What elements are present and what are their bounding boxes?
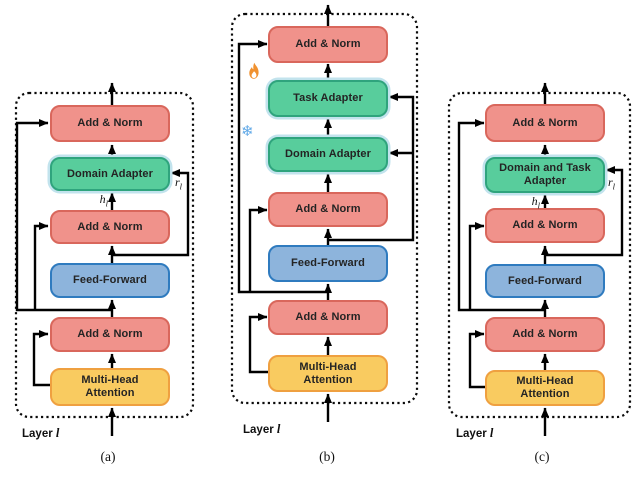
domain-task-adapter-box: Domain and Task Adapter	[485, 157, 605, 193]
residual-mha-skip	[468, 330, 485, 389]
add-norm-box: Add & Norm	[268, 26, 388, 63]
panel-a-caption: (a)	[100, 449, 116, 464]
h-variable-label: hl	[99, 192, 108, 209]
add-norm-box: Add & Norm	[50, 317, 170, 352]
multi-head-attention-box: Multi-Head Attention	[268, 355, 388, 392]
panel-a-arrows	[15, 82, 190, 436]
panel-c-arrows	[457, 82, 624, 436]
add-norm-box: Add & Norm	[485, 208, 605, 243]
feed-forward-box: Feed-Forward	[268, 245, 388, 282]
flame-icon	[249, 62, 259, 79]
r-branch-line	[328, 93, 415, 242]
panel-c-caption: (c)	[534, 449, 550, 464]
domain-adapter-box: Domain Adapter	[50, 157, 170, 191]
residual-adapter-skip	[457, 119, 545, 312]
feed-forward-box: Feed-Forward	[50, 263, 170, 298]
layer-label: Layer l	[243, 422, 281, 436]
layer-label: Layer l	[456, 426, 494, 440]
residual-ff-skip	[33, 222, 49, 310]
r-variable-label: rl	[608, 175, 616, 192]
r-branch-line	[545, 166, 624, 257]
feed-forward-box: Feed-Forward	[485, 264, 605, 298]
r-variable-label: rl	[175, 175, 183, 192]
residual-adapter-skip	[237, 40, 328, 294]
task-adapter-box: Task Adapter	[268, 80, 388, 117]
add-norm-box: Add & Norm	[485, 104, 605, 142]
add-norm-box: Add & Norm	[50, 105, 170, 142]
residual-adapter-skip	[15, 119, 112, 312]
h-variable-label: hl	[531, 194, 540, 211]
multi-head-attention-box: Multi-Head Attention	[485, 370, 605, 406]
residual-ff-skip	[248, 206, 268, 292]
residual-mha-skip	[32, 330, 50, 387]
domain-adapter-box: Domain Adapter	[268, 137, 388, 172]
panel-b-arrows	[237, 4, 415, 422]
panel-a-border	[14, 91, 195, 419]
layer-label: Layer l	[22, 426, 60, 440]
panel-c-border	[447, 91, 632, 419]
panel-b-caption: (b)	[319, 449, 335, 464]
r-branch-line	[112, 169, 190, 257]
snowflake-icon: ❄	[241, 123, 254, 140]
residual-mha-skip	[248, 313, 268, 374]
add-norm-box: Add & Norm	[50, 210, 170, 244]
add-norm-box: Add & Norm	[268, 192, 388, 227]
add-norm-box: Add & Norm	[268, 300, 388, 335]
residual-ff-skip	[468, 222, 485, 310]
multi-head-attention-box: Multi-Head Attention	[50, 368, 170, 406]
add-norm-box: Add & Norm	[485, 317, 605, 352]
